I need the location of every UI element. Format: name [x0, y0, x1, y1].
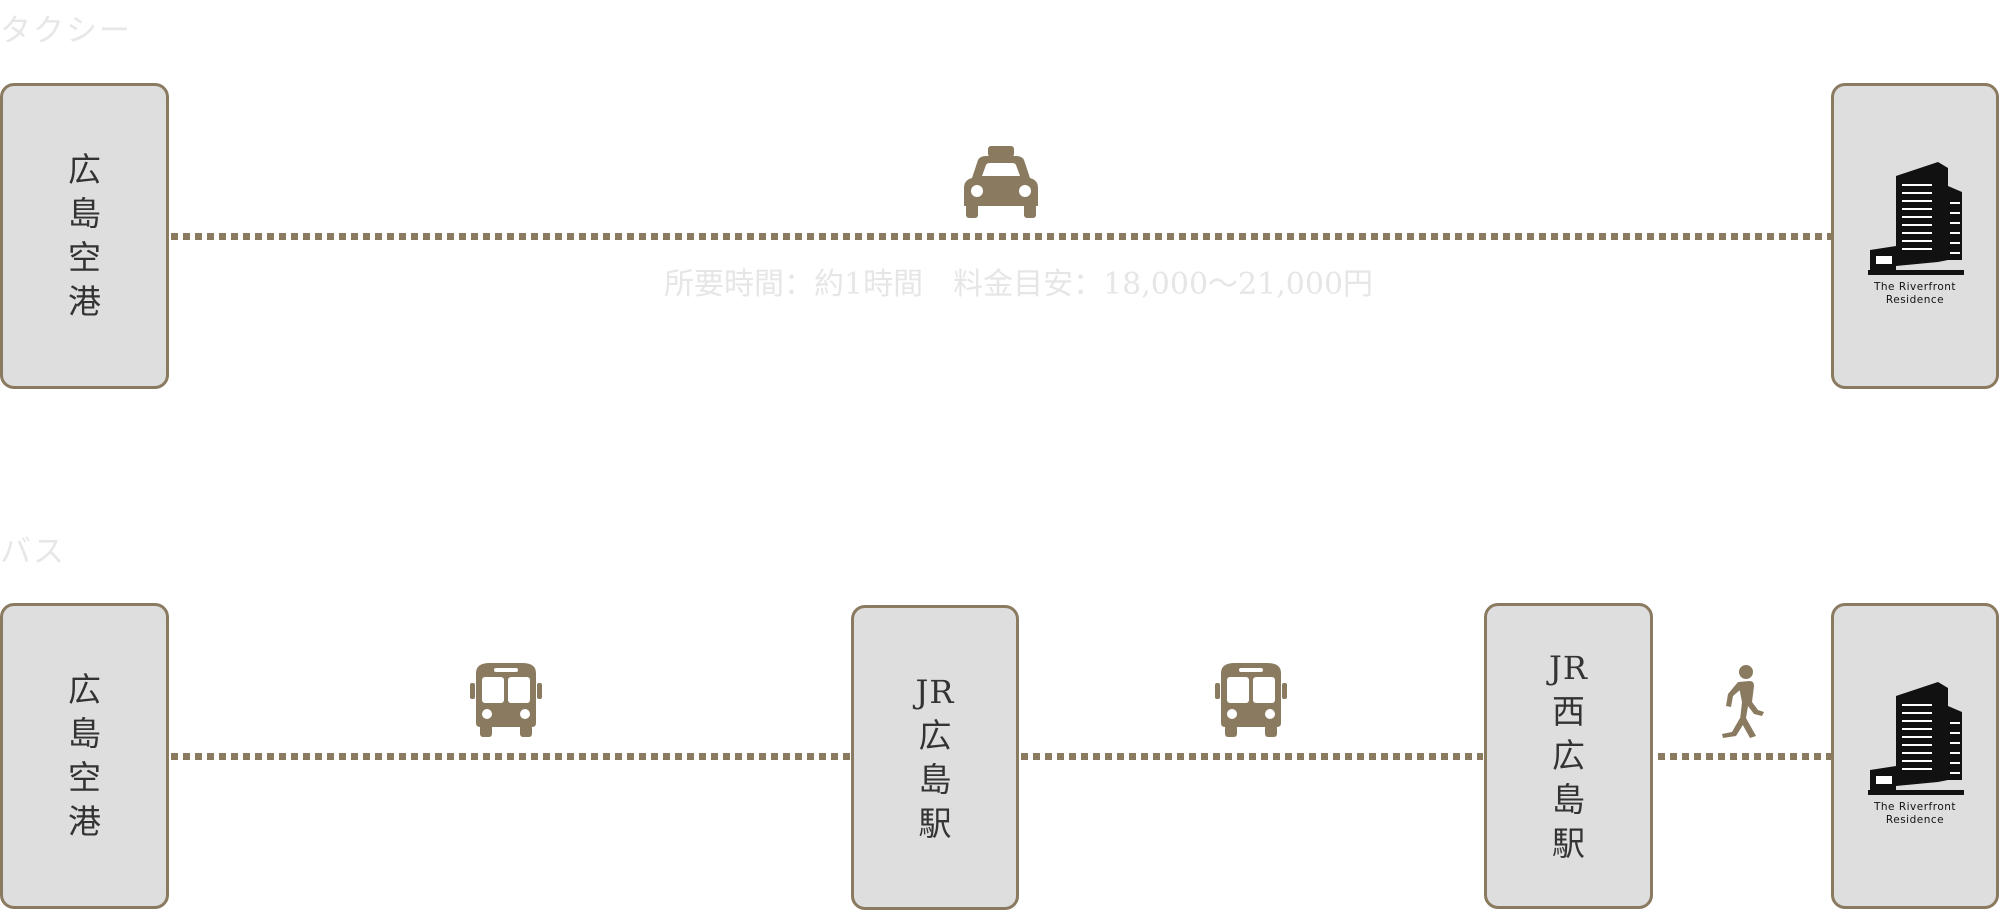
building-logo-icon	[1868, 162, 1964, 275]
char: 空	[68, 238, 101, 277]
logo-line-2: Residence	[1885, 814, 1945, 826]
logo-line-1: The Riverfront	[1873, 801, 1957, 813]
bus-stop-jr-nishihiroshima-box: JR 西 広 島 駅	[1484, 603, 1653, 909]
char: 島	[68, 194, 101, 233]
taxi-destination-box: The Riverfront Residence	[1831, 83, 1999, 389]
walking-person-icon	[1722, 665, 1764, 738]
logo-line-1: The Riverfront	[1873, 281, 1957, 293]
taxi-route-line	[171, 233, 1831, 240]
bus-destination-box: The Riverfront Residence	[1831, 603, 1999, 909]
jr-nishihiroshima-label: JR 西 広 島 駅	[1549, 646, 1588, 866]
char: 広	[68, 150, 101, 189]
taxi-origin-box: 広 島 空 港	[0, 83, 169, 389]
bus-section-title: バス	[0, 534, 66, 570]
jr-hiroshima-label: JR 広 島 駅	[916, 670, 955, 846]
char: JR	[915, 672, 955, 711]
bus-stop-jr-hiroshima-box: JR 広 島 駅	[851, 605, 1019, 910]
bus-origin-box: 広 島 空 港	[0, 603, 169, 909]
char: JR	[1549, 649, 1588, 687]
char: 島	[1551, 780, 1585, 819]
char: 駅	[1551, 824, 1585, 863]
char: 広	[918, 715, 952, 755]
taxi-origin-label: 広 島 空 港	[68, 148, 101, 324]
bus-icon	[1215, 663, 1287, 737]
logo-line-2: Residence	[1885, 294, 1945, 306]
riverfront-logo: The Riverfront Residence	[1866, 682, 1964, 826]
char: 港	[68, 802, 101, 841]
char: 島	[68, 714, 101, 753]
bus-origin-label: 広 島 空 港	[68, 668, 101, 844]
building-logo-icon	[1868, 682, 1964, 795]
taxi-section-title: タクシー	[0, 13, 132, 49]
char: 駅	[918, 803, 952, 843]
char: 島	[918, 759, 952, 799]
char: 空	[68, 758, 101, 797]
char: 広	[68, 670, 101, 709]
bus-route-line-2	[1021, 753, 1483, 760]
char: 広	[1551, 736, 1585, 775]
taxi-icon	[964, 146, 1038, 218]
bus-icon	[470, 663, 542, 737]
walk-route-line	[1658, 753, 1831, 760]
bus-route-line-1	[171, 753, 851, 760]
char: 西	[1551, 692, 1585, 731]
char: 港	[68, 282, 101, 321]
riverfront-logo: The Riverfront Residence	[1866, 162, 1964, 306]
taxi-info-text: 所要時間：約1時間 料金目安：18,000～21,000円	[664, 267, 1374, 302]
